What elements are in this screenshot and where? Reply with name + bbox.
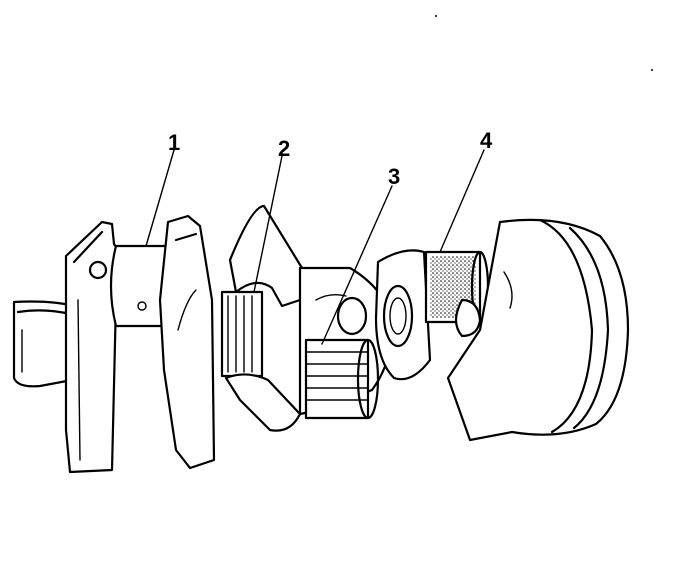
speck-mark — [435, 15, 437, 17]
leader-line-4 — [439, 149, 485, 253]
callout-1: 1 — [168, 130, 180, 155]
leader-line-2 — [253, 155, 283, 293]
rear-hub — [12, 300, 76, 388]
counterweight-1 — [64, 220, 120, 474]
callout-4: 4 — [480, 128, 493, 153]
callout-2: 2 — [278, 136, 290, 161]
leader-line-3 — [321, 185, 393, 345]
front-pulley — [446, 218, 630, 442]
leader-lines — [145, 149, 485, 345]
counterweight-2 — [158, 214, 216, 470]
journal-2 — [220, 204, 304, 432]
journal-3 — [304, 338, 380, 420]
callout-3: 3 — [388, 164, 400, 189]
counterweight-4 — [374, 249, 432, 381]
speck-mark — [651, 69, 653, 71]
leader-line-1 — [145, 149, 175, 247]
